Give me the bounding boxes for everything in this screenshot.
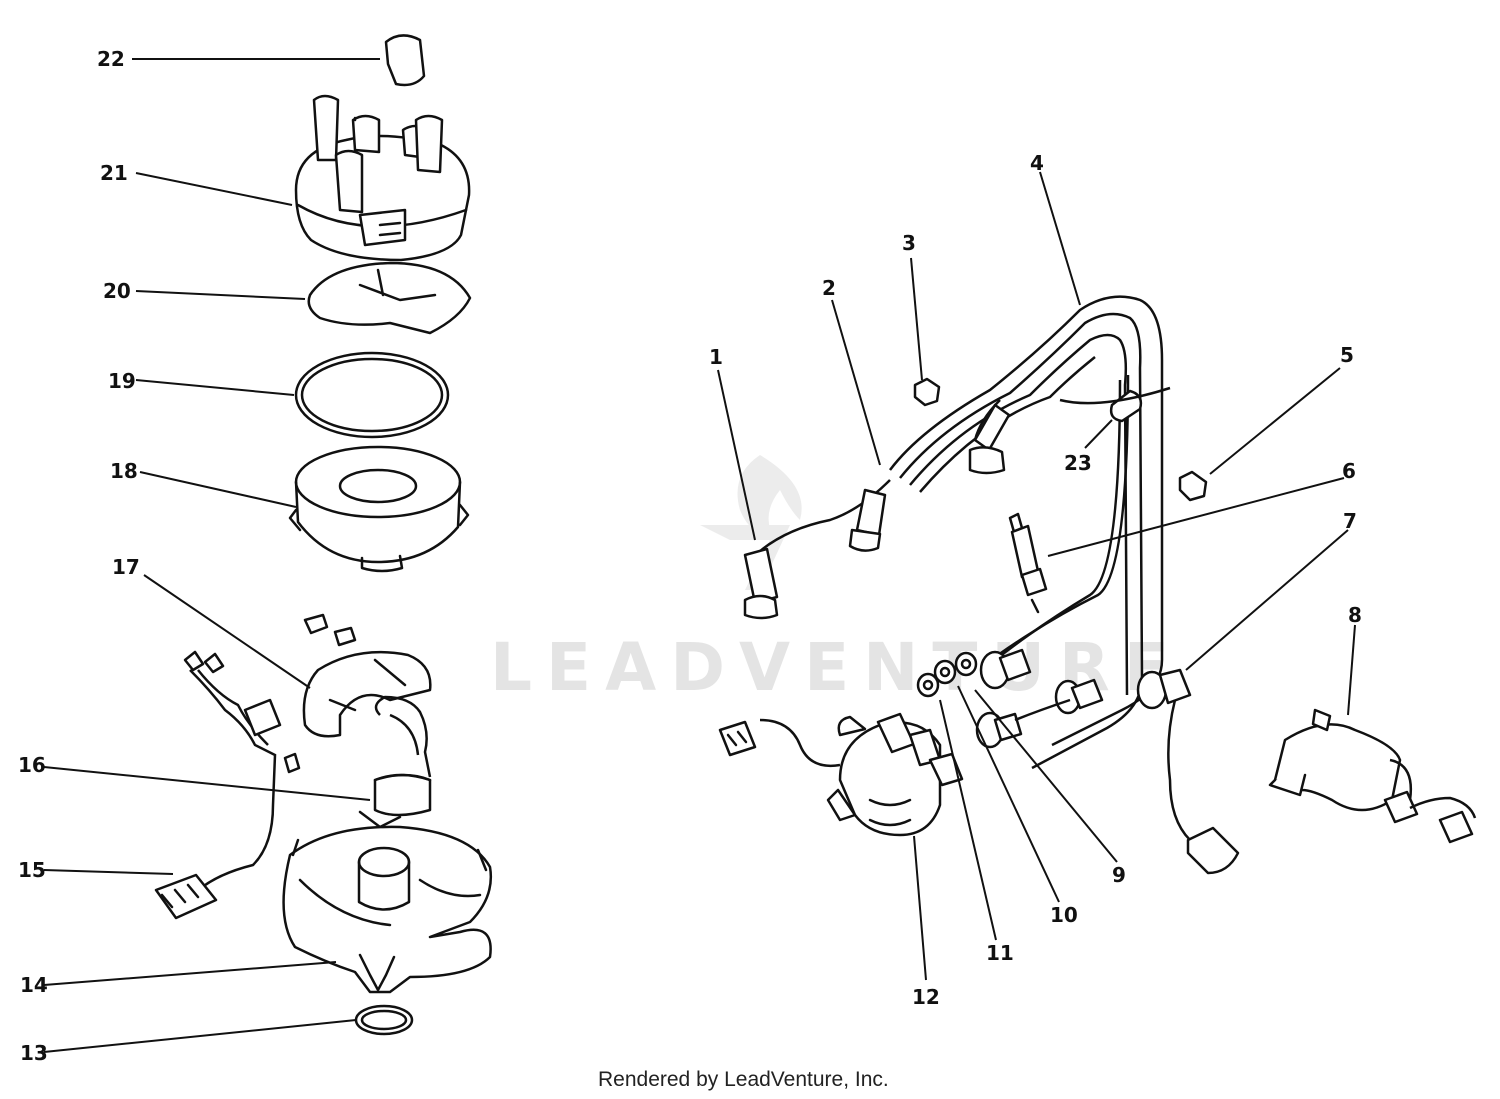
label-3: 3 bbox=[902, 231, 916, 255]
callout-labels: 22 21 20 19 18 17 16 15 14 13 1 2 3 4 5 … bbox=[18, 47, 1362, 1065]
part-2-plug-boot bbox=[848, 488, 887, 552]
label-23: 23 bbox=[1064, 451, 1092, 475]
part-20-rotor bbox=[307, 261, 472, 335]
label-4: 4 bbox=[1030, 151, 1044, 175]
leader-lines bbox=[43, 58, 1356, 1053]
part-7-coil-lead bbox=[1136, 668, 1240, 875]
part-22-cap bbox=[384, 34, 426, 87]
label-17: 17 bbox=[112, 555, 140, 579]
part-3-clip bbox=[913, 377, 941, 407]
label-7: 7 bbox=[1343, 509, 1357, 533]
part-16-module bbox=[358, 695, 432, 829]
part-19-o-ring bbox=[294, 351, 450, 439]
label-2: 2 bbox=[822, 276, 836, 300]
label-21: 21 bbox=[100, 161, 128, 185]
part-17-pickup-assembly bbox=[302, 613, 432, 738]
label-8: 8 bbox=[1348, 603, 1362, 627]
part-5-clip bbox=[1178, 470, 1208, 502]
label-19: 19 bbox=[108, 369, 136, 393]
label-18: 18 bbox=[110, 459, 138, 483]
part-18-housing-cover bbox=[288, 445, 470, 573]
part-10-nut bbox=[954, 651, 978, 677]
footer-credit: Rendered by LeadVenture, Inc. bbox=[598, 1068, 889, 1091]
watermark: LEADVENTURE bbox=[490, 455, 1169, 706]
label-14: 14 bbox=[20, 973, 48, 997]
part-6-spark-plug bbox=[1008, 512, 1048, 614]
part-8-ignition-coil bbox=[1268, 708, 1477, 844]
part-21-distributor-cap bbox=[294, 94, 471, 262]
label-9: 9 bbox=[1112, 863, 1126, 887]
label-13: 13 bbox=[20, 1041, 48, 1065]
label-6: 6 bbox=[1342, 459, 1356, 483]
label-16: 16 bbox=[18, 753, 46, 777]
part-11-washer bbox=[933, 659, 957, 685]
label-20: 20 bbox=[103, 279, 131, 303]
label-15: 15 bbox=[18, 858, 46, 882]
part-15-harness bbox=[154, 650, 301, 920]
part-9-grommet bbox=[979, 648, 1032, 690]
label-22: 22 bbox=[97, 47, 125, 71]
part-11b-washer bbox=[916, 672, 940, 698]
label-1: 1 bbox=[709, 345, 723, 369]
label-12: 12 bbox=[912, 985, 940, 1009]
part-14-distributor-housing bbox=[282, 825, 493, 994]
part-plug-boot-3 bbox=[968, 399, 1011, 475]
part-13-gasket bbox=[354, 1004, 414, 1036]
label-11: 11 bbox=[986, 941, 1014, 965]
label-10: 10 bbox=[1050, 903, 1078, 927]
watermark-flame-icon bbox=[737, 455, 802, 540]
label-5: 5 bbox=[1340, 343, 1354, 367]
part-12-distributor-assembly bbox=[718, 712, 964, 837]
